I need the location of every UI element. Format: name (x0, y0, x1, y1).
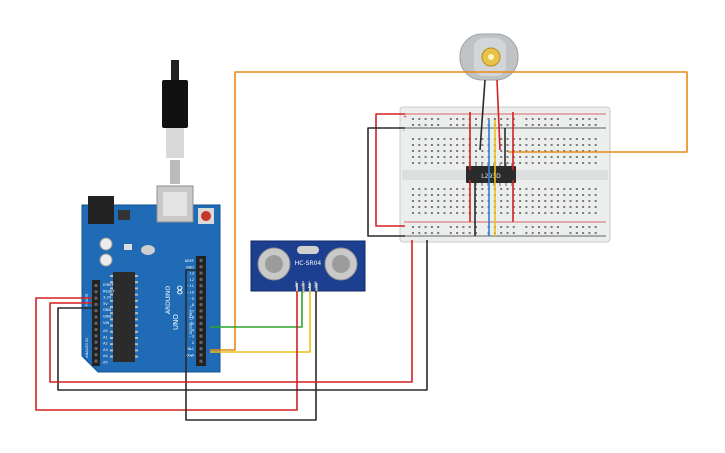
pin-label: 13 (189, 272, 194, 276)
sensor-pin-label: GND (314, 280, 318, 288)
pin-label: GND (103, 308, 111, 312)
power-section-label: POWER (85, 293, 89, 307)
digital-section-label: DIGITAL (PWM~) (189, 305, 193, 335)
pin-label: A2 (103, 342, 108, 346)
pin-label: 12 (189, 278, 194, 282)
pin-label: A3 (103, 348, 108, 352)
pin-label: AREF (185, 259, 194, 263)
wire-motor-red (496, 79, 501, 151)
sensor-label: HC-SR04 (295, 260, 322, 267)
pin-label: A0 (103, 329, 108, 333)
breadboard-holes (412, 118, 597, 234)
mcu-pins (110, 275, 138, 358)
pin-label: ~11 (186, 284, 194, 288)
sensor-pin-label: Echo (307, 281, 311, 288)
pin-label: A5 (103, 361, 108, 365)
wire-red-power (35, 291, 298, 411)
wire-black-ground (57, 240, 428, 391)
pin-label: ~5 (189, 322, 194, 326)
header-holes (94, 259, 203, 363)
rail-plus-label: + (403, 114, 407, 120)
wire-yellow (210, 291, 311, 353)
wires (35, 71, 688, 421)
pin-label: 2 (192, 341, 194, 345)
pin-label: 5V (103, 302, 108, 306)
usb-cable (162, 60, 188, 184)
pin-label: 7 (192, 309, 194, 313)
dc-motor[interactable] (459, 33, 519, 81)
pin-label: 4 (192, 328, 195, 332)
pin-label: ~3 (189, 335, 194, 339)
chip-label: L293D (481, 173, 501, 180)
pin-label: 3.3V (103, 296, 112, 300)
analog-section-label: ANALOG IN (85, 338, 89, 358)
wire-orange-arduino (210, 71, 688, 351)
arduino-model: UNO (172, 314, 180, 330)
pin-label: RESET (103, 289, 115, 293)
wire-rail-black-left (367, 127, 405, 237)
pin-label: 8 (192, 303, 195, 307)
rail-minus-label: - (403, 128, 405, 134)
arduino-logo-icon: ∞ (172, 284, 188, 296)
l293d-chip[interactable]: L293D (466, 163, 516, 186)
sensor-pin-label: VCC (294, 281, 298, 287)
pin-label: A4 (103, 354, 108, 358)
pin-label: ~6 (189, 316, 195, 320)
arduino-brand: ARDUINO (165, 286, 172, 315)
wire-rail-red-left (375, 113, 405, 227)
wire-red-bb (49, 240, 413, 383)
power-pin-labels: IOREF RESET 3.3V 5V GND GND VIN (103, 283, 115, 325)
wire-green (210, 291, 303, 328)
digital-pin-labels: AREF GND 13 12 ~11 ~10 ~9 8 7 ~6 ~5 4 ~3 2TX▸1RX◂0 (184, 259, 194, 358)
sensor-pin-label: Trig (301, 281, 305, 287)
pin-label: GND (103, 315, 111, 319)
pin-label: ~9 (189, 297, 195, 301)
pin-label: TX▸1 (184, 347, 194, 351)
pin-label: RX◂0 (185, 354, 195, 358)
pin-label: GND (186, 265, 194, 269)
wire-black-sensor (185, 269, 317, 421)
pin-label: VIN (103, 321, 110, 325)
pin-label: ~10 (186, 291, 194, 295)
pin-label: IOREF (103, 283, 114, 287)
wire-motor-black (479, 79, 486, 151)
pin-label: A1 (103, 335, 108, 339)
